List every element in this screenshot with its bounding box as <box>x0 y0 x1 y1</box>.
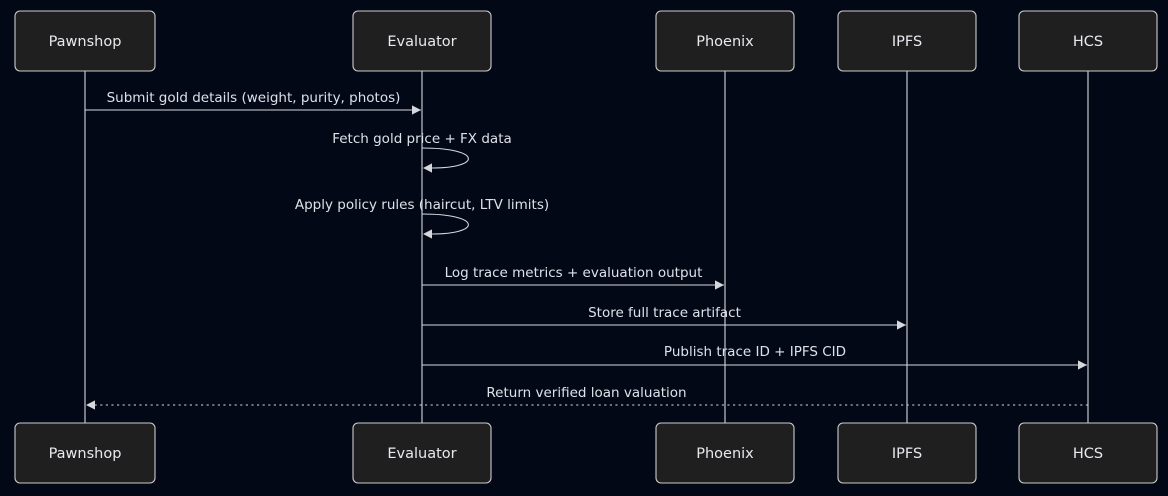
actor-box-rect-pawnshop <box>14 422 156 484</box>
actor-label-pawnshop: Pawnshop <box>49 34 122 50</box>
actor-bottom-phoenix[interactable]: Phoenix <box>655 422 795 484</box>
actor-label-hcs: HCS <box>1073 34 1103 50</box>
msg-store-full-trace-artifact-label: Store full trace artifact <box>588 305 741 321</box>
actor-box-rect-evaluator <box>352 10 492 72</box>
msg-submit-gold-details: Submit gold details (weight, purity, pho… <box>85 90 421 115</box>
actor-label-ipfs: IPFS <box>892 446 922 462</box>
msg-store-full-trace-artifact-arrowhead <box>897 320 906 330</box>
actor-top-evaluator[interactable]: Evaluator <box>352 10 492 72</box>
actor-bottom-evaluator[interactable]: Evaluator <box>352 422 492 484</box>
msg-submit-gold-details-arrowhead <box>412 105 421 115</box>
actor-label-evaluator: Evaluator <box>387 446 456 462</box>
actor-bottom-hcs[interactable]: HCS <box>1018 422 1158 484</box>
actors-top-layer: Pawnshop Evaluator Phoenix IPFS HCS <box>14 10 1158 72</box>
actor-top-ipfs[interactable]: IPFS <box>837 10 977 72</box>
actor-bottom-ipfs[interactable]: IPFS <box>837 422 977 484</box>
msg-submit-gold-details-label: Submit gold details (weight, purity, pho… <box>107 90 401 106</box>
actor-box-rect-hcs <box>1018 10 1158 72</box>
actor-top-phoenix[interactable]: Phoenix <box>655 10 795 72</box>
actor-box-rect-hcs <box>1018 422 1158 484</box>
actor-label-pawnshop: Pawnshop <box>49 446 122 462</box>
msg-log-trace-metrics: Log trace metrics + evaluation output <box>422 265 724 290</box>
msg-publish-trace-id: Publish trace ID + IPFS CID <box>422 344 1087 370</box>
msg-fetch-gold-price-path <box>421 147 469 169</box>
msg-return-verified-loan-valuation-arrowhead <box>86 400 95 410</box>
actor-label-ipfs: IPFS <box>892 34 922 50</box>
actor-box-rect-pawnshop <box>14 10 156 72</box>
actor-label-phoenix: Phoenix <box>696 446 754 462</box>
msg-store-full-trace-artifact: Store full trace artifact <box>422 305 906 330</box>
actor-top-hcs[interactable]: HCS <box>1018 10 1158 72</box>
msg-publish-trace-id-label: Publish trace ID + IPFS CID <box>664 344 846 360</box>
actor-label-phoenix: Phoenix <box>696 34 754 50</box>
lifelines-layer <box>84 71 1089 423</box>
msg-log-trace-metrics-label: Log trace metrics + evaluation output <box>445 265 703 281</box>
msg-apply-policy-rules: Apply policy rules (haircut, LTV limits) <box>295 197 549 239</box>
messages-layer: Submit gold details (weight, purity, pho… <box>85 90 1088 410</box>
msg-fetch-gold-price-arrowhead <box>423 163 432 173</box>
actor-box-rect-ipfs <box>837 10 977 72</box>
actor-label-evaluator: Evaluator <box>387 34 456 50</box>
actor-box-rect-ipfs <box>837 422 977 484</box>
msg-fetch-gold-price-label: Fetch gold price + FX data <box>332 131 512 147</box>
actor-box-rect-phoenix <box>655 422 795 484</box>
msg-apply-policy-rules-label: Apply policy rules (haircut, LTV limits) <box>295 197 549 213</box>
actors-bottom-layer: Pawnshop Evaluator Phoenix IPFS HCS <box>14 422 1158 484</box>
msg-apply-policy-rules-path <box>421 213 469 235</box>
actor-bottom-pawnshop[interactable]: Pawnshop <box>14 422 156 484</box>
msg-publish-trace-id-arrowhead <box>1078 360 1087 370</box>
msg-return-verified-loan-valuation-label: Return verified loan valuation <box>486 385 686 401</box>
actor-label-hcs: HCS <box>1073 446 1103 462</box>
actor-box-rect-evaluator <box>352 422 492 484</box>
msg-fetch-gold-price: Fetch gold price + FX data <box>332 131 512 173</box>
actor-box-rect-phoenix <box>655 10 795 72</box>
msg-apply-policy-rules-arrowhead <box>423 229 432 239</box>
msg-log-trace-metrics-arrowhead <box>715 280 724 290</box>
msg-return-verified-loan-valuation: Return verified loan valuation <box>86 385 1088 410</box>
actor-top-pawnshop[interactable]: Pawnshop <box>14 10 156 72</box>
